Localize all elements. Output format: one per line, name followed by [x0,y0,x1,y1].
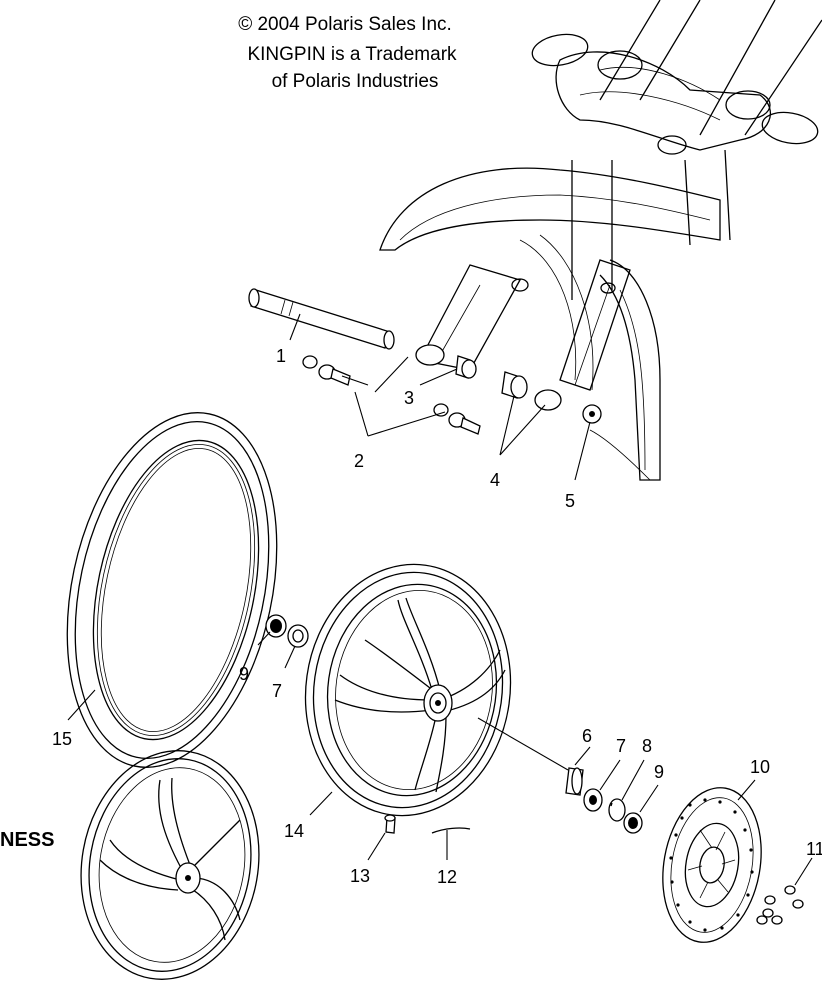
front-fork-assembly [379,0,822,481]
copyright-line-2: KINGPIN is a Trademark [247,44,457,65]
callout-9-right: 9 [654,762,664,782]
rotor-bolts [756,885,804,925]
callout-8: 8 [642,736,652,756]
callout-6: 6 [582,726,592,746]
callout-14: 14 [284,821,304,841]
callout-3: 3 [404,388,414,408]
callout-1: 1 [276,346,286,366]
front-tire [66,412,278,768]
leader-lines [67,313,813,886]
wheel-bearing-left [265,614,309,648]
callout-11: 11 [806,839,822,859]
brake-disc [662,787,762,943]
callout-9-left: 9 [239,664,249,684]
copyright-block: © 2004 Polaris Sales Inc. KINGPIN is a T… [238,14,457,92]
copyright-line-1: © 2004 Polaris Sales Inc. [238,14,452,35]
callout-2: 2 [354,451,364,471]
side-label: NESS [0,829,54,851]
callout-7-right: 7 [616,736,626,756]
valve-stem [384,814,396,834]
callout-7-left: 7 [272,681,282,701]
right-hub-parts [565,767,643,834]
callout-5: 5 [565,491,575,511]
copyright-line-3: of Polaris Industries [272,71,439,92]
axle-spacers [455,355,528,399]
wheel-weight [431,827,471,834]
callout-15: 15 [52,729,72,749]
callout-10: 10 [750,757,770,777]
callout-labels: 1 2 3 4 5 9 7 15 14 13 12 6 7 8 9 10 11 … [0,346,822,887]
front-axle-part [248,288,395,350]
axle-pinch-bolts [302,355,481,435]
callout-4: 4 [490,470,500,490]
alternate-wheel [80,750,260,980]
cast-front-wheel [304,563,512,817]
callout-12: 12 [437,867,457,887]
callout-13: 13 [350,866,370,886]
